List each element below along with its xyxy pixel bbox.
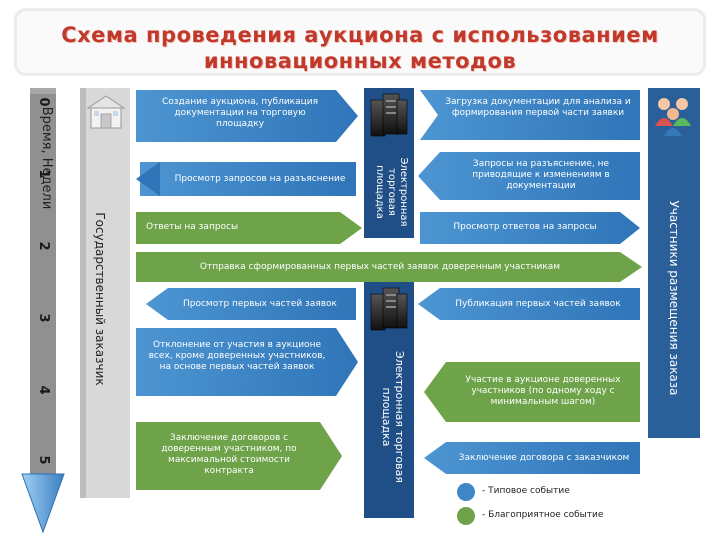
arrow-clarification bbox=[418, 152, 640, 200]
arrow-participation bbox=[424, 362, 640, 422]
step-contract-with-customer: Заключение договора с заказчиком bbox=[458, 453, 630, 463]
house-icon bbox=[86, 95, 126, 129]
customer-column bbox=[80, 88, 130, 498]
server-icon bbox=[370, 287, 408, 331]
step-view-answers: Просмотр ответов на запросы bbox=[453, 222, 597, 232]
arrow-publish-first-parts bbox=[418, 288, 640, 320]
time-tick: 3 bbox=[36, 313, 51, 323]
server-icon bbox=[370, 93, 408, 137]
arrow-answers bbox=[136, 212, 362, 244]
arrow-view-requests bbox=[140, 162, 356, 196]
arrow-send-first-parts bbox=[136, 252, 642, 282]
time-tick: 2 bbox=[36, 241, 51, 251]
step-answers: Ответы на запросы bbox=[146, 222, 239, 232]
time-tick: 1 bbox=[36, 169, 51, 179]
platform-top-label: Электронная торговая площадка bbox=[369, 142, 409, 242]
people-icon bbox=[655, 98, 691, 136]
participants-column-label: Участники размещения заказа bbox=[667, 200, 681, 396]
time-tick: 0 bbox=[36, 97, 51, 107]
arrow-contract-with-customer bbox=[424, 442, 640, 474]
step-view-first-parts: Просмотр первых частей заявок bbox=[182, 299, 337, 309]
time-tick: 5 bbox=[36, 455, 51, 465]
step-contracts-customer: Заключение договоров с доверенным участн… bbox=[161, 433, 297, 476]
step-create-auction: Создание аукциона, публикация документац… bbox=[161, 97, 319, 129]
participants-column bbox=[648, 88, 700, 438]
title-box: Схема проведения аукциона с использовани… bbox=[14, 8, 706, 76]
customer-column-label: Государственный заказчик bbox=[93, 212, 107, 386]
legend-favorable-marker bbox=[457, 507, 475, 525]
platform-bottom-text: Электронная торговая площадка bbox=[380, 351, 406, 483]
legend-typical: - Типовое событие bbox=[482, 486, 570, 496]
page-title: Схема проведения аукциона с использовани… bbox=[61, 23, 659, 73]
arrow-rejection bbox=[136, 328, 358, 396]
down-arrow-icon bbox=[21, 473, 65, 534]
step-publish-first-parts: Публикация первых частей заявок bbox=[455, 299, 621, 309]
step-send-first-parts: Отправка сформированных первых частей за… bbox=[199, 262, 561, 272]
step-auction-participation: Участие в аукционе доверенных участников… bbox=[465, 375, 621, 407]
step-clarification-requests: Запросы на разъяснение, не приводящие к … bbox=[472, 159, 610, 191]
step-upload-docs: Загрузка документации для анализа и форм… bbox=[445, 97, 631, 118]
arrow-upload-docs-fix bbox=[420, 90, 640, 140]
time-axis-arrow bbox=[21, 88, 65, 534]
arrow-contracts-customer bbox=[136, 422, 342, 490]
platform-bottom-label: Электронная торговая площадка bbox=[372, 342, 406, 492]
arrow-view-first-parts bbox=[146, 288, 356, 320]
arrow-create-auction bbox=[136, 90, 358, 142]
step-view-requests: Просмотр запросов на разъяснение bbox=[174, 174, 346, 184]
time-tick: 4 bbox=[36, 385, 51, 395]
legend-typical-marker bbox=[457, 483, 475, 501]
arrow-view-requests-tip bbox=[136, 162, 160, 196]
arrow-view-answers bbox=[420, 212, 640, 244]
step-rejection: Отклонение от участия в аукционе всех, к… bbox=[148, 340, 326, 372]
platform-top-text: Электронная торговая площадка bbox=[374, 157, 409, 227]
legend-favorable: - Благоприятное событие bbox=[482, 510, 604, 520]
